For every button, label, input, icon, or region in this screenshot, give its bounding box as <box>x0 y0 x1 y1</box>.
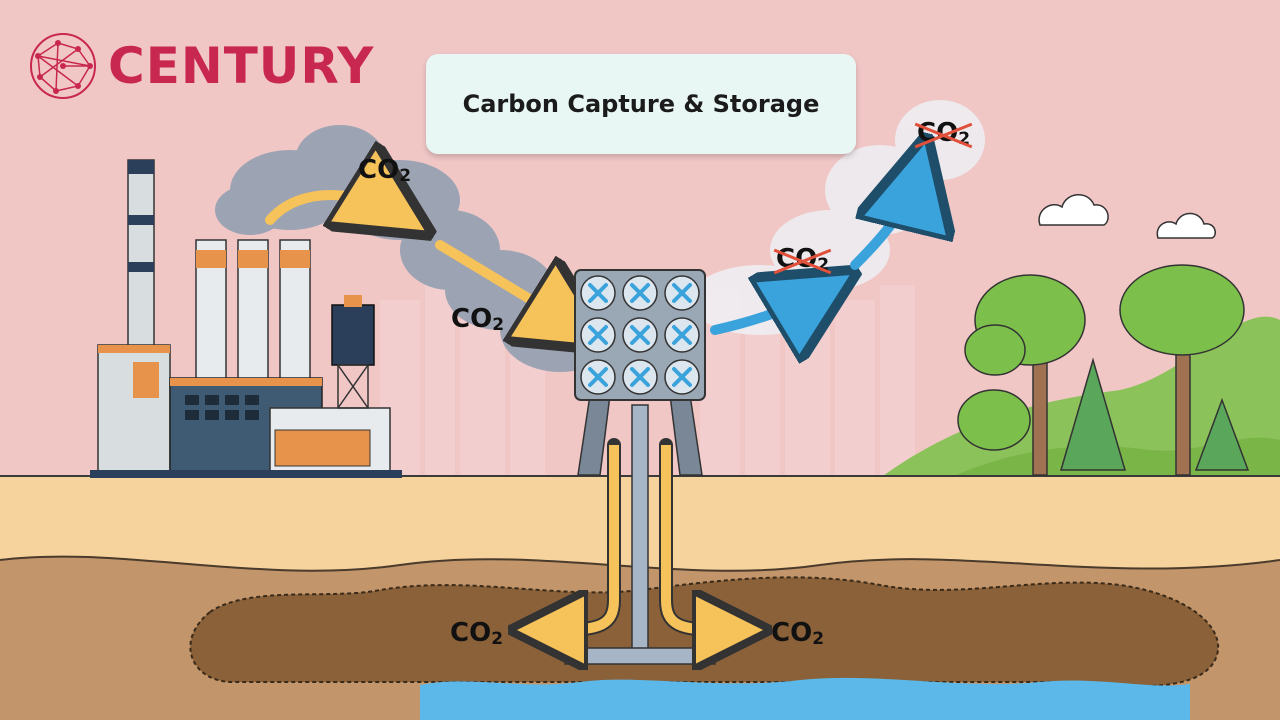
co2-storage-label-left: CO2 <box>450 618 504 649</box>
brand-name: CENTURY <box>108 37 375 95</box>
power-plant <box>90 159 402 478</box>
capture-unit <box>574 269 706 476</box>
brand-logo: CENTURY <box>28 30 374 102</box>
trees <box>957 264 1250 476</box>
injection-pipes <box>540 404 740 664</box>
co2-label-top: CO2 <box>358 155 412 186</box>
co2-label-mid: CO2 <box>451 304 505 335</box>
cloud <box>1038 194 1217 239</box>
co2-storage-label-right: CO2 <box>771 618 825 649</box>
co2-removed-label-1: CO2 <box>776 244 830 275</box>
clean-arrow-1 <box>710 290 825 330</box>
co2-arrow-1 <box>265 195 400 220</box>
page-title: Carbon Capture & Storage <box>462 90 820 118</box>
co2-arrow-2 <box>435 240 580 330</box>
groundwater <box>420 677 1190 720</box>
co2-removed-label-2: CO2 <box>917 118 971 149</box>
network-globe-icon <box>30 33 96 99</box>
clean-arrow-2 <box>850 172 918 270</box>
title-card: Carbon Capture & Storage <box>426 54 856 154</box>
